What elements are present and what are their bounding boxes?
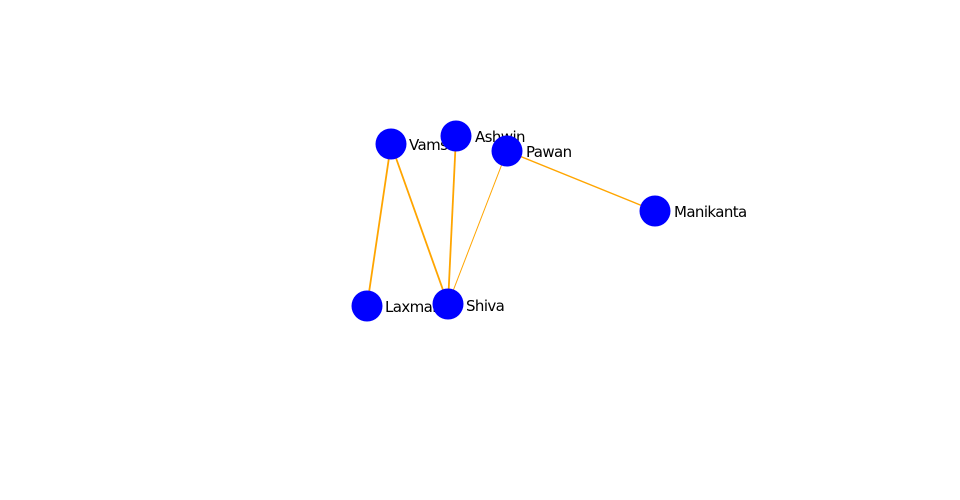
node-laxman-circle[interactable] — [351, 290, 383, 322]
edges-layer — [366, 135, 656, 307]
node-shiva-label: Shiva — [466, 297, 504, 315]
node-manikanta[interactable]: Manikanta — [639, 195, 747, 227]
node-vamsi-label: Vamsi — [409, 136, 451, 154]
edge-pawan-shiva — [447, 150, 508, 305]
node-vamsi-circle[interactable] — [375, 128, 407, 160]
node-laxman[interactable]: Laxman — [351, 290, 442, 322]
node-vamsi[interactable]: Vamsi — [375, 128, 451, 160]
node-pawan[interactable]: Pawan — [491, 135, 572, 167]
edge-vamsi-laxman — [366, 143, 392, 307]
node-ashwin-circle[interactable] — [440, 120, 472, 152]
node-pawan-label: Pawan — [526, 143, 572, 161]
node-manikanta-circle[interactable] — [639, 195, 671, 227]
edge-pawan-manikanta — [506, 150, 656, 212]
edge-vamsi-shiva — [390, 143, 449, 305]
edge-ashwin-shiva — [447, 135, 457, 305]
node-shiva[interactable]: Shiva — [432, 288, 505, 320]
nodes-layer: Vamsi Ashwin Pawan Manikanta Laxman Shiv… — [351, 120, 747, 322]
node-manikanta-label: Manikanta — [674, 203, 747, 221]
node-pawan-circle[interactable] — [491, 135, 523, 167]
node-laxman-label: Laxman — [385, 298, 441, 316]
node-shiva-circle[interactable] — [432, 288, 464, 320]
